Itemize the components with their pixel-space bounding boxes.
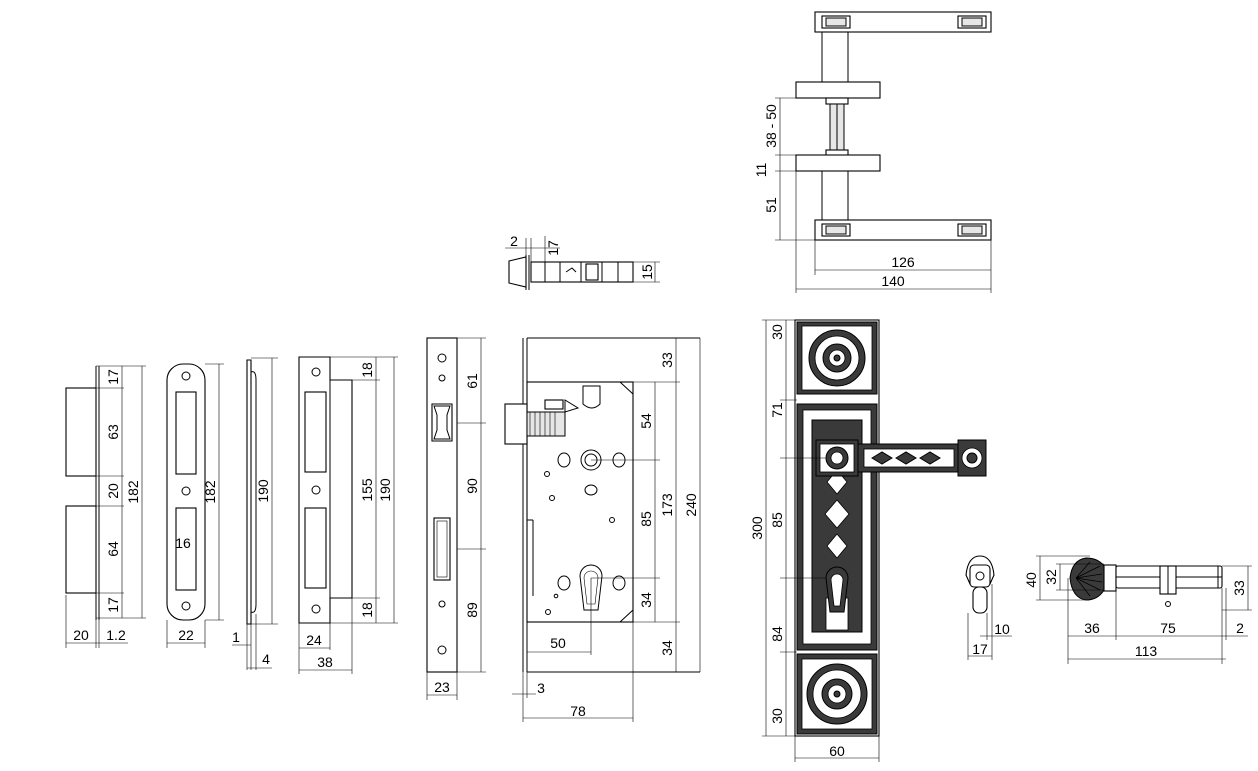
forend-dim-61: 61 (464, 373, 480, 389)
plate-dim-300: 300 (749, 516, 765, 540)
thumb-turn-dim-17: 17 (972, 641, 988, 657)
plate-dim-71: 71 (769, 402, 785, 418)
face-plate-dim-1: 1 (232, 629, 240, 645)
cylinder-dim-36: 36 (1084, 620, 1100, 636)
face-plate-dim-190: 190 (255, 479, 271, 503)
lock-body: 33 54 85 173 240 34 34 50 3 78 (504, 337, 701, 722)
strike-plate-dim-16: 16 (175, 535, 191, 551)
strike-plate-dim-182: 182 (202, 480, 218, 504)
forend-dim-89: 89 (464, 602, 480, 618)
euro-cylinder: 40 32 33 36 75 2 113 (1023, 555, 1252, 664)
cylinder-dim-2: 2 (1236, 620, 1244, 636)
forend-dim-23: 23 (434, 679, 450, 695)
face-plate-dim-4: 4 (262, 651, 270, 667)
lock-dim-78: 78 (570, 703, 586, 719)
handle-dim-51: 51 (763, 197, 779, 213)
strike-plate-front: 17 63 20 64 17 182 20 1.2 (65, 365, 146, 648)
lock-dim-34a: 34 (638, 592, 654, 608)
cylinder-dim-32: 32 (1043, 569, 1059, 585)
box-strike-dim-38: 38 (317, 654, 333, 670)
lock-dim-50: 50 (550, 635, 566, 651)
strike-front-dim-64: 64 (105, 541, 121, 557)
handle-dim-38-50: 38 - 50 (763, 104, 779, 148)
plate-dim-84: 84 (769, 626, 785, 642)
cylinder-dim-33: 33 (1231, 580, 1247, 596)
cylinder-dim-75: 75 (1160, 620, 1176, 636)
lock-dim-33: 33 (659, 352, 675, 368)
lock-dim-34b: 34 (659, 640, 675, 656)
plate-dim-85: 85 (769, 512, 785, 528)
handle-dim-140: 140 (881, 273, 905, 289)
latch-dim-2: 2 (510, 233, 518, 249)
handle-dim-126: 126 (891, 254, 915, 270)
latch-dim-15: 15 (639, 264, 655, 280)
plate-dim-30a: 30 (769, 324, 785, 340)
box-strike-dim-24: 24 (306, 632, 322, 648)
strike-front-dim-17b: 17 (105, 597, 121, 613)
plate-dim-60: 60 (829, 743, 845, 759)
box-strike-dim-18a: 18 (359, 362, 375, 378)
box-strike: 18 155 190 18 24 38 (298, 356, 398, 674)
latch-bolt: 2 17 15 (505, 233, 660, 290)
strike-front-dim-20w: 20 (73, 627, 89, 643)
strike-front-dim-63: 63 (105, 424, 121, 440)
cylinder-dim-113: 113 (1135, 643, 1158, 659)
strike-plate: 182 16 22 (166, 363, 224, 648)
box-strike-dim-155: 155 (359, 478, 375, 502)
lock-dim-173: 173 (659, 493, 675, 517)
strike-front-dim-1-2: 1.2 (106, 627, 126, 643)
lock-dim-54: 54 (638, 413, 654, 429)
lock-dim-3: 3 (537, 680, 545, 696)
box-strike-dim-190: 190 (377, 478, 393, 502)
forend: 61 90 89 23 (426, 337, 486, 700)
forend-dim-90: 90 (464, 478, 480, 494)
handle-side-view: 38 - 50 11 51 126 140 (753, 11, 992, 293)
box-strike-dim-18b: 18 (359, 602, 375, 618)
lock-dim-85: 85 (638, 511, 654, 527)
lock-dim-240: 240 (683, 493, 699, 517)
thumb-turn-dim-10: 10 (994, 621, 1010, 637)
thumb-turn: 10 17 (965, 555, 1012, 660)
strike-plate-dim-22: 22 (178, 627, 194, 643)
strike-front-dim-20: 20 (105, 483, 121, 499)
face-plate-side: 190 1 4 (232, 357, 278, 670)
strike-front-dim-17a: 17 (105, 369, 121, 385)
latch-dim-17: 17 (545, 240, 561, 256)
plate-dim-30b: 30 (769, 708, 785, 724)
strike-front-dim-182: 182 (125, 480, 141, 504)
ornate-backplate: 30 71 85 300 84 30 60 (749, 319, 987, 762)
handle-dim-11: 11 (753, 163, 769, 178)
cylinder-dim-40: 40 (1023, 572, 1039, 588)
